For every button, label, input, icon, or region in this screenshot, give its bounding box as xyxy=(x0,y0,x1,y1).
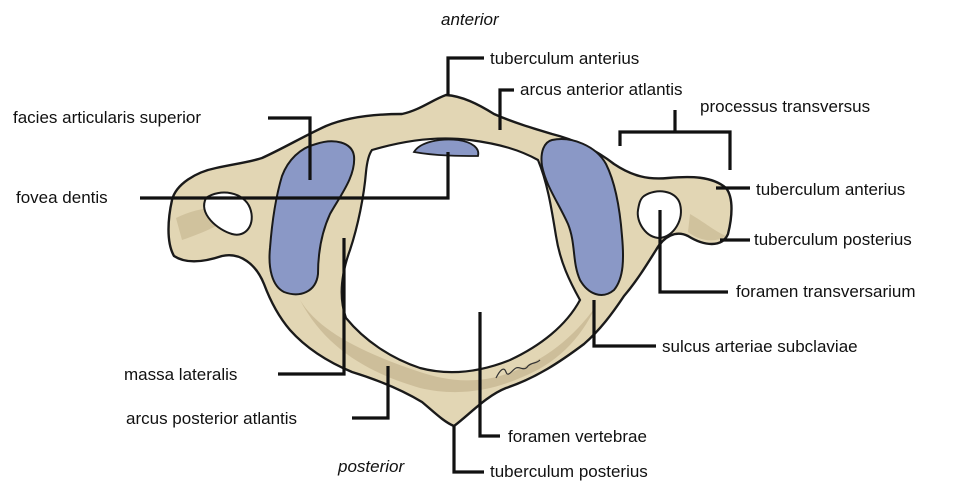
label-tuberculum-posterius-bottom: tuberculum posterius xyxy=(490,462,648,482)
label-foramen-vertebrae: foramen vertebrae xyxy=(508,427,647,447)
label-tuberculum-anterius-top: tuberculum anterius xyxy=(490,49,639,69)
label-facies-articularis-superior: facies articularis superior xyxy=(13,108,201,128)
leader-processus-transversus xyxy=(620,132,730,170)
leader-tuberculum-anterius-top xyxy=(448,58,484,95)
label-processus-transversus: processus transversus xyxy=(700,97,870,117)
label-tuberculum-posterius-right: tuberculum posterius xyxy=(754,230,912,250)
label-sulcus-arteriae-subclaviae: sulcus arteriae subclaviae xyxy=(662,337,858,357)
label-fovea-dentis: fovea dentis xyxy=(16,188,108,208)
label-arcus-posterior-atlantis: arcus posterior atlantis xyxy=(126,409,297,429)
orientation-posterior: posterior xyxy=(338,457,404,477)
label-arcus-anterior-atlantis: arcus anterior atlantis xyxy=(520,80,683,100)
label-foramen-transversarium: foramen transversarium xyxy=(736,282,916,302)
orientation-anterior: anterior xyxy=(441,10,499,30)
label-massa-lateralis: massa lateralis xyxy=(124,365,237,385)
label-tuberculum-anterius-right: tuberculum anterius xyxy=(756,180,905,200)
